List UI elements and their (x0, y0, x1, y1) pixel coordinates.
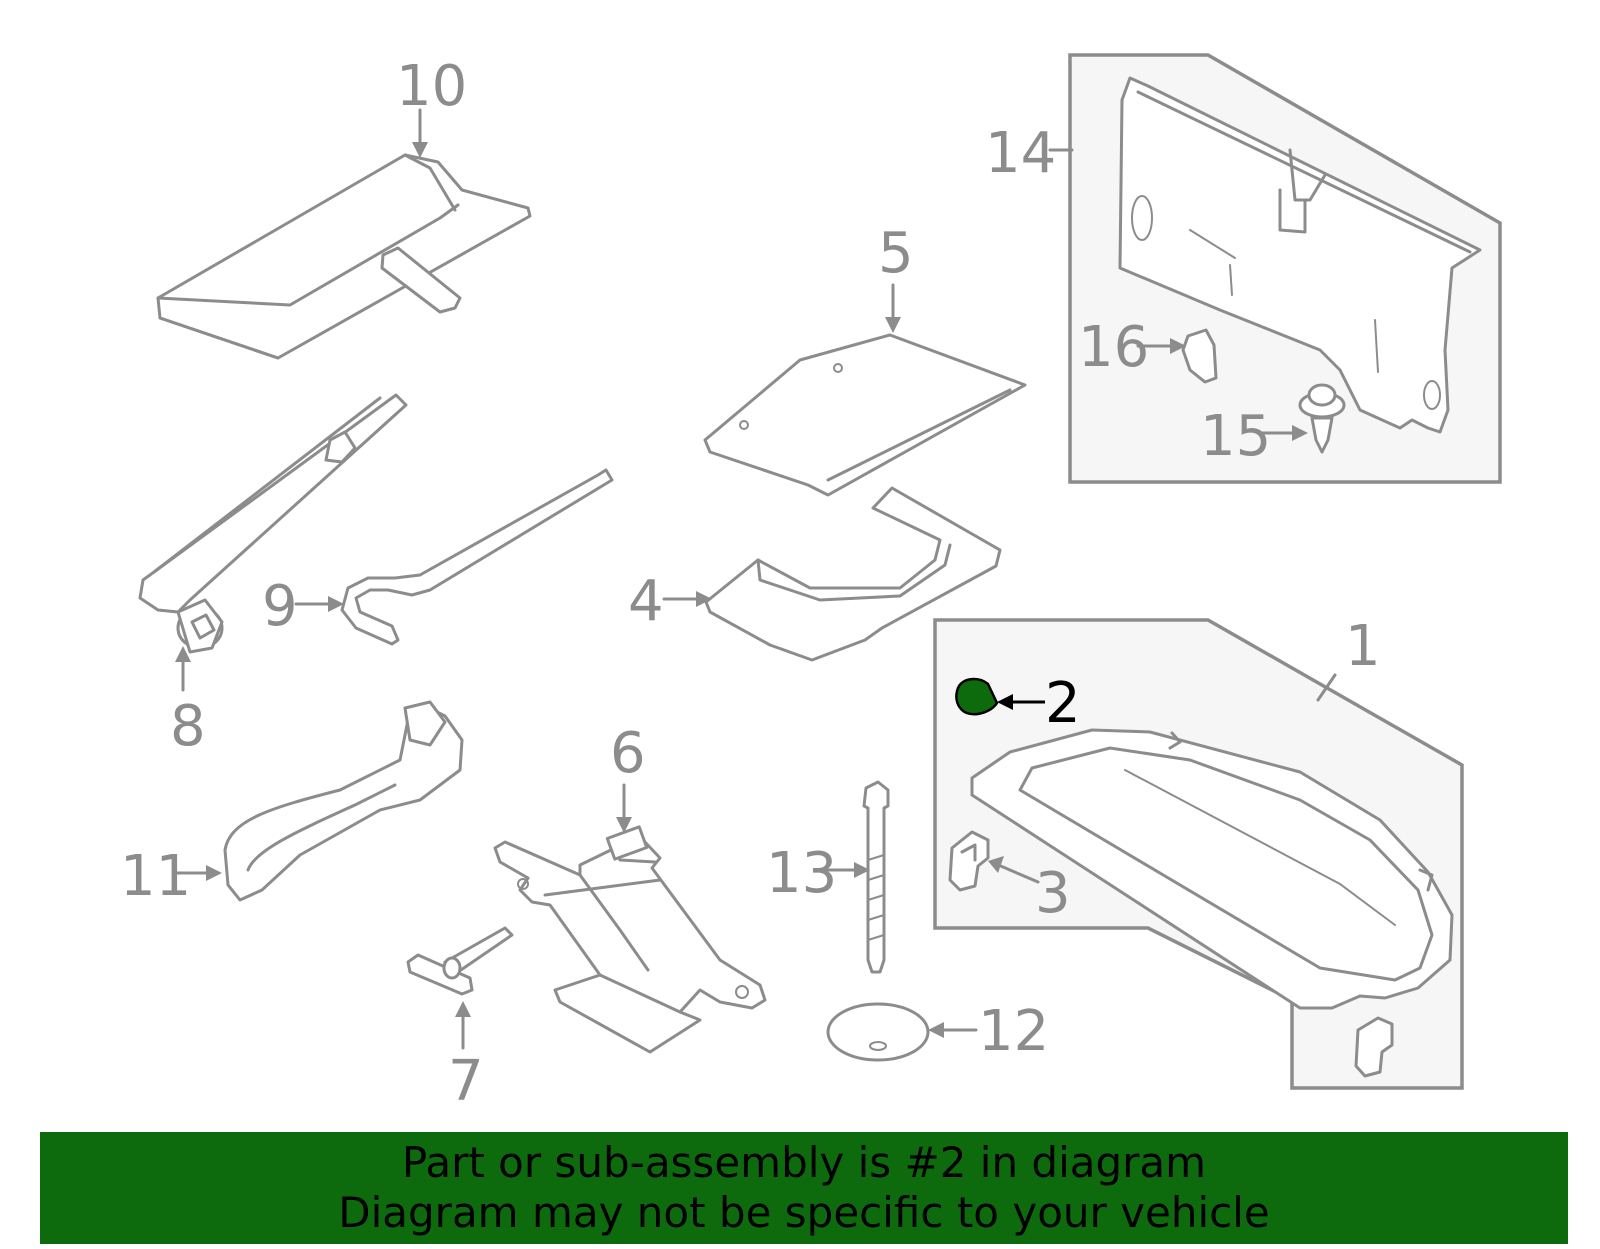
callout-3-arrow (988, 856, 1040, 884)
callout-13: 13 (766, 841, 837, 906)
callout-15-arrow (1258, 425, 1308, 441)
callout-7: 7 (448, 1049, 484, 1114)
callout-12: 12 (978, 999, 1049, 1064)
callout-2: 2 (1045, 671, 1081, 736)
callout-7-arrow (455, 1001, 471, 1050)
notice-banner: Part or sub-assembly is #2 in diagram Di… (40, 1132, 1568, 1244)
banner-line-2: Diagram may not be specific to your vehi… (338, 1188, 1270, 1237)
part-3-bracket-lower[interactable] (1354, 1016, 1394, 1078)
part-2-highlighted-plug[interactable] (955, 677, 999, 716)
part-7-bolt[interactable] (406, 926, 514, 996)
callout-15: 15 (1200, 404, 1271, 469)
callout-8: 8 (170, 694, 206, 759)
callout-6-arrow (616, 783, 632, 833)
part-4-tray-insulator[interactable] (704, 486, 1002, 662)
part-10-tool-bag[interactable] (156, 153, 532, 360)
callout-16: 16 (1078, 315, 1149, 380)
part-14-trim-panel[interactable] (1118, 76, 1482, 434)
callout-6: 6 (610, 721, 646, 786)
part-12-washer-disc[interactable] (826, 1002, 930, 1062)
part-11-strap[interactable] (223, 700, 464, 902)
callout-1: 1 (1345, 614, 1381, 679)
part-1-package-tray[interactable] (970, 728, 1454, 1010)
part-8-lug-wrench[interactable] (138, 393, 408, 654)
callout-14: 14 (985, 121, 1056, 186)
callout-13-arrow (820, 862, 870, 878)
part-9-jack-handle[interactable] (340, 468, 614, 646)
callout-2-arrow (997, 694, 1045, 710)
part-15-push-pin[interactable] (1298, 383, 1346, 454)
callout-11: 11 (120, 844, 191, 909)
callout-9-arrow (294, 596, 344, 612)
callout-1-line (1316, 673, 1337, 702)
callout-16-arrow (1136, 338, 1186, 354)
callout-8-arrow (175, 646, 191, 692)
callout-11-arrow (172, 865, 222, 881)
callout-12-arrow (928, 1022, 978, 1038)
callout-10: 10 (396, 54, 467, 119)
callout-4-arrow (662, 591, 712, 607)
callout-3: 3 (1035, 861, 1071, 926)
part-16-clip[interactable] (1181, 328, 1218, 384)
part-6-scissor-jack[interactable] (493, 825, 767, 1054)
banner-line-1: Part or sub-assembly is #2 in diagram (401, 1138, 1207, 1187)
part-3-bracket[interactable] (948, 830, 990, 892)
callout-5-arrow (885, 283, 901, 333)
callout-10-arrow (412, 108, 428, 158)
callout-5: 5 (878, 221, 914, 286)
callout-9: 9 (262, 574, 298, 639)
part-13-hold-down-bolt[interactable] (862, 780, 890, 974)
callout-4: 4 (628, 569, 664, 634)
part-5-floor-board[interactable] (703, 333, 1027, 497)
